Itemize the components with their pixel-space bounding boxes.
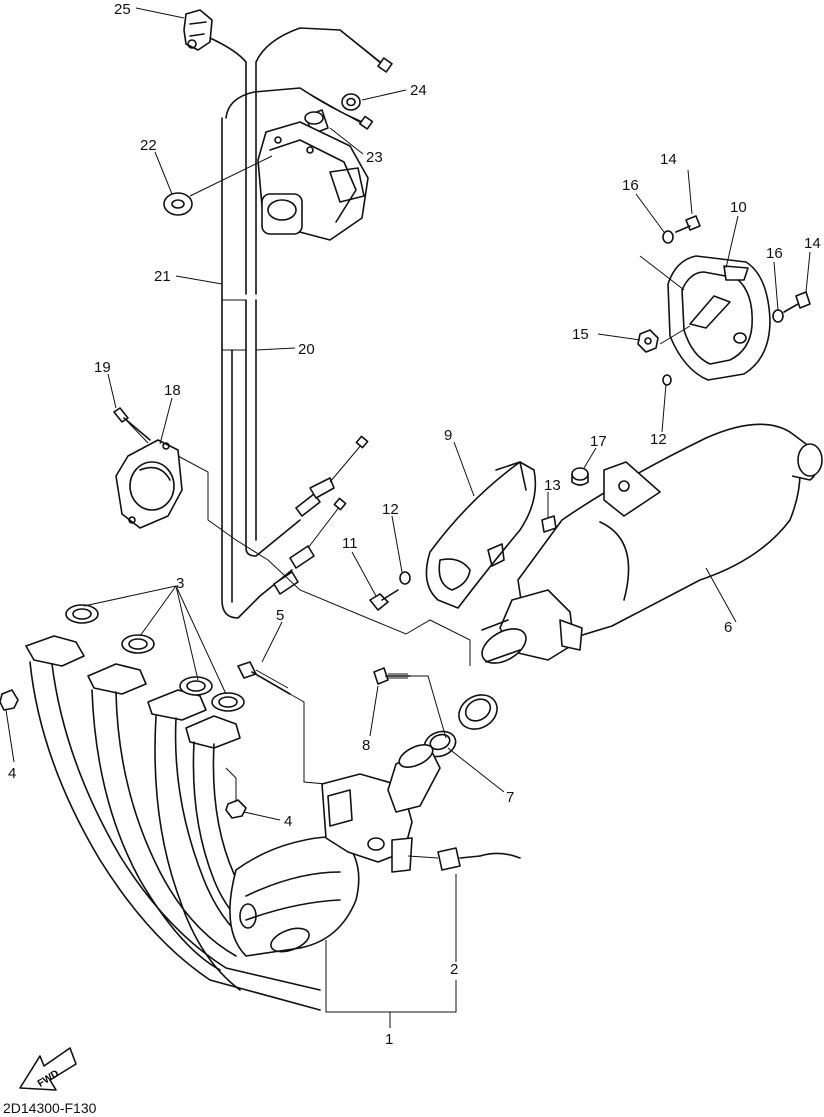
part-2-o2-sensor [407, 847, 521, 871]
part-7-gasket-pipe [423, 694, 498, 758]
part-10-heat-cover [667, 255, 771, 381]
part-12-washer-right [662, 374, 672, 386]
part-8-bolt [373, 667, 447, 739]
callout-15: 15 [572, 326, 589, 343]
callout-labels: 25 24 23 22 21 20 19 18 9 17 13 12 11 14… [8, 1, 821, 1048]
callout-14-upper: 14 [660, 151, 677, 168]
callout-25: 25 [114, 1, 131, 18]
callout-11: 11 [342, 535, 358, 552]
part-9-bracket [425, 461, 537, 609]
part-12-washer-left [399, 571, 411, 585]
part-14-bolt-upper [675, 215, 701, 233]
callout-12-right: 12 [650, 431, 667, 448]
servo-motor-assembly [257, 121, 369, 241]
part-13-clip [541, 515, 557, 533]
callout-17: 17 [590, 433, 607, 450]
part-19-bolt [113, 407, 151, 444]
callout-8: 8 [362, 737, 370, 754]
callout-12-left: 12 [382, 501, 399, 518]
part-5-bolt [237, 661, 327, 785]
callout-16-right: 16 [766, 245, 783, 262]
callout-10: 10 [730, 199, 747, 216]
callout-2: 2 [450, 961, 458, 978]
fwd-arrow: FWD [19, 1047, 77, 1091]
part-15-nut [637, 329, 659, 353]
callout-13: 13 [544, 477, 561, 494]
part-4-nut-left [0, 689, 19, 711]
callout-14-right: 14 [804, 235, 821, 252]
part-16-washer-upper [662, 230, 674, 244]
cable-adjusters [273, 435, 369, 595]
part-1-exhaust-headers [25, 635, 441, 1011]
callout-6: 6 [724, 619, 732, 636]
callout-1: 1 [385, 1031, 393, 1048]
callout-20: 20 [298, 341, 315, 358]
callout-19: 19 [94, 359, 111, 376]
callout-21: 21 [154, 268, 171, 285]
leader-lines [5, 7, 811, 1028]
callout-7: 7 [506, 789, 514, 806]
part-22-grommet [163, 155, 273, 216]
part-4-nut-right [225, 767, 247, 819]
part-14-bolt-right [783, 291, 811, 313]
part-16-washer-right [772, 309, 784, 323]
part-18-gasket [115, 439, 183, 529]
part-6-muffler [481, 423, 823, 664]
callout-4-left: 4 [8, 765, 16, 782]
part-21-cable [221, 117, 293, 619]
callout-18: 18 [164, 382, 181, 399]
callout-9: 9 [444, 427, 452, 444]
callout-22: 22 [140, 137, 157, 154]
part-20-cable [245, 299, 301, 557]
diagram-code: 2D14300-F130 [3, 1100, 97, 1116]
part-24-23-servo-cable-upper [209, 27, 393, 295]
callout-24: 24 [410, 82, 427, 99]
callout-16-upper: 16 [622, 177, 639, 194]
part-25-pulley-clamp [183, 9, 213, 51]
callout-4-right: 4 [284, 813, 292, 830]
part-17-damper [571, 467, 589, 486]
callout-5: 5 [276, 607, 284, 624]
part-11-bolt [369, 589, 399, 611]
part-24-nut [341, 93, 361, 111]
callout-23: 23 [366, 149, 383, 166]
callout-3: 3 [176, 575, 184, 592]
part-3-gaskets [65, 604, 245, 712]
